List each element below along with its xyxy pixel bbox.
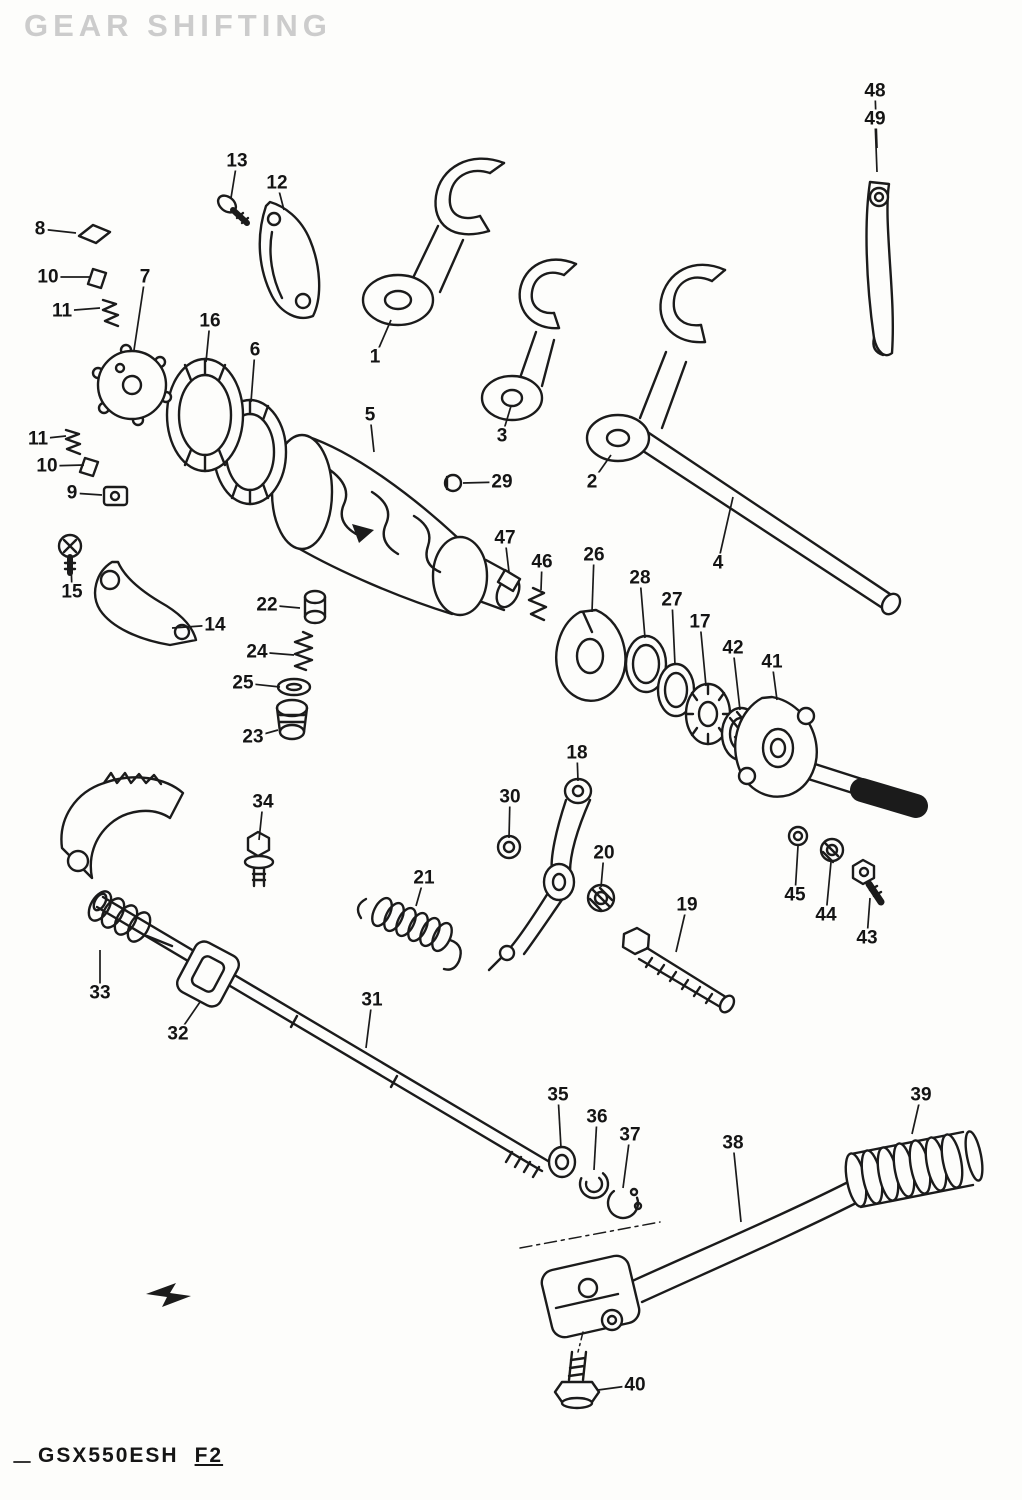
part-plug-bolt-23 — [275, 698, 309, 741]
part-shaft-spacer — [175, 940, 241, 1008]
part-shift-fork-2-and-shaft-4 — [585, 263, 902, 616]
part-pin-10-lower — [78, 456, 100, 478]
direction-arrow-mark — [146, 1283, 191, 1307]
part-pin-10-upper — [86, 267, 108, 290]
part-bolt-43 — [851, 858, 885, 906]
page-title: GEAR SHIFTING — [24, 8, 332, 43]
part-shift-fork-1 — [361, 157, 506, 327]
part-pin-22 — [303, 589, 327, 625]
part-bracket-plate-12 — [258, 200, 321, 319]
part-washer-35 — [547, 1145, 577, 1179]
part-bolt-19 — [621, 926, 736, 1014]
part-key-8 — [77, 223, 112, 245]
part-link-arm-48-49 — [865, 180, 895, 357]
part-cam-guide-plate-26 — [555, 608, 627, 702]
part-washer-30 — [496, 834, 522, 860]
part-nut-9 — [102, 485, 129, 507]
part-spring-24 — [293, 630, 314, 672]
part-shift-cam-drum — [270, 433, 521, 617]
part-cam-stopper-plate-7 — [91, 343, 173, 427]
part-stopper-arm-14 — [93, 560, 198, 647]
part-gearshift-lever-38 — [519, 1176, 868, 1339]
part-pinch-bolt-40 — [553, 1331, 601, 1410]
part-clip-37 — [606, 1186, 643, 1220]
part-bolt-34 — [243, 830, 275, 888]
footer-variant-code: F2 — [194, 1444, 224, 1467]
part-washer-25 — [276, 677, 312, 697]
part-spacer-20 — [586, 883, 616, 913]
part-washer-45 — [787, 825, 809, 847]
part-bearing-retainer-41 — [734, 695, 928, 818]
footer-model-code: GSX550ESH — [38, 1444, 179, 1467]
part-screw-13 — [216, 194, 250, 226]
part-return-spring-21 — [356, 896, 462, 971]
part-washer-28 — [624, 634, 668, 694]
part-lock-washer-44 — [819, 837, 845, 864]
part-spring-11-lower — [64, 428, 82, 456]
part-spring-11-upper — [101, 298, 120, 328]
part-bearing-16 — [165, 357, 245, 473]
part-pedal-rubber-39 — [844, 1130, 984, 1209]
part-gearshift-shaft — [92, 892, 550, 1179]
part-shift-fork-3 — [480, 258, 578, 422]
part-detent-pin-47 — [496, 568, 522, 593]
part-pawl-arm-18 — [487, 777, 593, 972]
part-shift-arm-assembly — [60, 771, 185, 948]
footer: GSX550ESH F2 — [38, 1444, 223, 1468]
part-detent-spring-46 — [527, 586, 548, 622]
part-bolt-15 — [57, 533, 83, 576]
part-clip-29 — [443, 473, 463, 493]
part-circlip-36 — [578, 1168, 610, 1200]
